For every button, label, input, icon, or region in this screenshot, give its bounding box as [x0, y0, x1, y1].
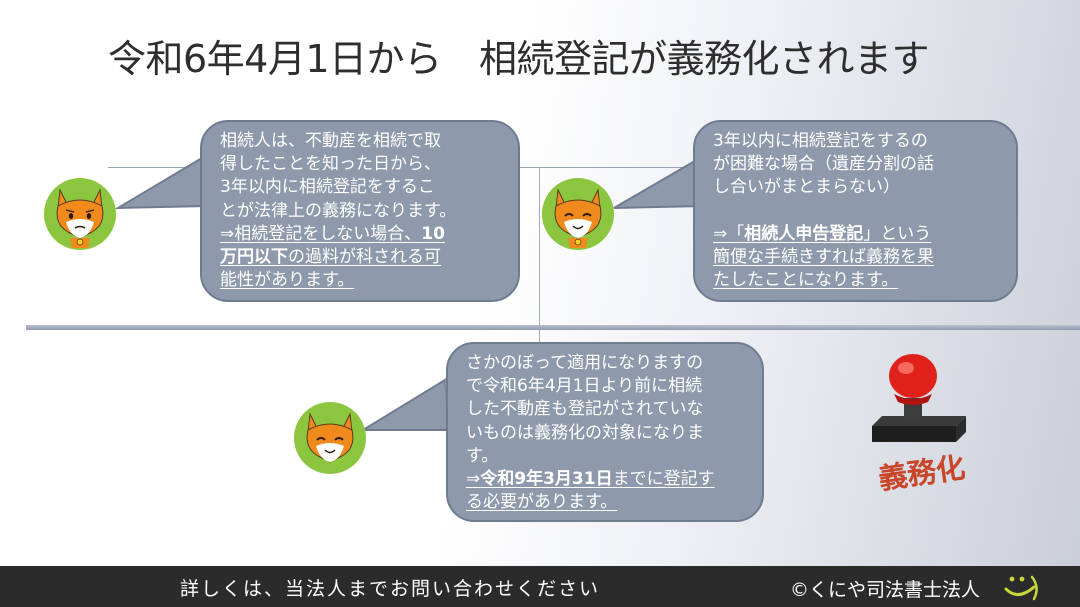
bubble-text: し合いがまとまらない） [713, 177, 900, 198]
fine-amount-text: 万円以下 [220, 247, 288, 268]
bubble-text: で令和6年4月1日より前に相続 [466, 376, 703, 397]
bubble-text: 相続人は、不動産を相続で取 [220, 131, 441, 151]
connector-line-top-middle [520, 167, 700, 168]
timeline-line [26, 325, 1080, 330]
bubble-text: ⇒相続登記をしない場合、 [220, 223, 422, 244]
bubble-text: の過料が科される可 [288, 247, 441, 268]
bubble-text: 得したことを知った日から、 [220, 154, 441, 175]
bubble-text: る必要があります。 [466, 492, 618, 513]
fine-amount-text: 10 [421, 223, 445, 244]
connector-line-top-left [108, 167, 200, 168]
bubble-text: 簡便な手続きすれば義務を果 [713, 246, 934, 267]
speech-bubble-retroactive: さかのぼって適用になりますの で令和6年4月1日より前に相続 した不動産も登記が… [446, 342, 764, 522]
bubble-text: が困難な場合（遺産分割の話 [713, 154, 934, 175]
bubble-text: した不動産も登記がされていな [466, 399, 704, 420]
bubble-text: 3年以内に相続登記をするの [713, 131, 928, 151]
bubble-text: 3年以内に相続登記をするこ [220, 177, 435, 198]
copyright-text: ©くにや司法書士法人 [790, 579, 981, 601]
declaration-name-text: 相続人申告登記 [744, 223, 864, 244]
bubble-text: 」という [863, 223, 932, 244]
stamp-label: 義務化 [876, 450, 968, 496]
bubble-text: 能性があります。 [220, 270, 355, 291]
fox-mascot-smiling-icon [542, 178, 614, 250]
fox-mascot-worried-icon [44, 178, 116, 250]
bubble-spacer [713, 200, 1006, 223]
bubble-text: までに登記す [612, 469, 715, 490]
smiley-logo-icon [1004, 575, 1038, 601]
footer-bar: 詳しくは、当法人までお問い合わせください ©くにや司法書士法人 [0, 566, 1080, 607]
speech-bubble-obligation: 相続人は、不動産を相続で取 得したことを知った日から、 3年以内に相続登記をする… [200, 120, 520, 302]
speech-bubble-declaration: 3年以内に相続登記をするの が困難な場合（遺産分割の話 し合いがまとまらない） … [693, 120, 1018, 302]
bubble-text: ⇒「 [713, 223, 745, 244]
bubble-text: ⇒ [466, 469, 481, 490]
bubble-text: とが法律上の義務になります。 [220, 200, 457, 221]
deadline-text: 令和9年3月31日 [480, 469, 613, 490]
bubble-text: す。 [466, 445, 499, 466]
timeline-divider [539, 167, 540, 345]
bubble-text: さかのぼって適用になりますの [466, 353, 704, 373]
bubble-text: たしたことになります。 [713, 270, 899, 291]
slide-title: 令和6年4月1日から 相続登記が義務化されます [108, 37, 930, 81]
bubble-text: いものは義務化の対象になりま [466, 422, 704, 443]
rubber-stamp-icon [872, 354, 966, 442]
fox-mascot-smiling-icon [294, 402, 366, 474]
contact-note: 詳しくは、当法人までお問い合わせください [180, 578, 601, 600]
